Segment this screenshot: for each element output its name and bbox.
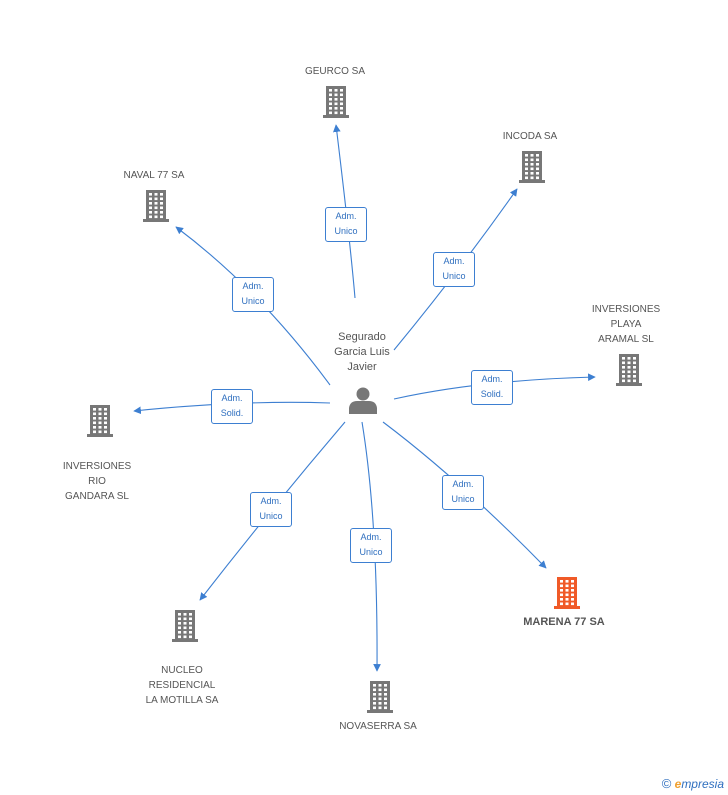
- company-label-playa_aramal: INVERSIONES PLAYA ARAMAL SL: [591, 303, 661, 345]
- empresia-logo-text: mpresia: [681, 777, 724, 791]
- edge-label-playa_aramal: Adm. Solid.: [471, 369, 513, 405]
- company-label-incoda: INCODA SA: [502, 131, 558, 142]
- building-icon: [616, 354, 642, 386]
- edge-label-naval77: Adm. Unico: [232, 276, 274, 312]
- company-label-novaserra: NOVASERRA SA: [339, 721, 417, 732]
- edge-label-marena77: Adm. Unico: [442, 474, 484, 510]
- empresia-logo-initial: e: [674, 777, 682, 791]
- company-label-marena77: MARENA 77 SA: [523, 616, 605, 628]
- edge-label-geurco: Adm. Unico: [325, 206, 367, 242]
- building-icon: [554, 577, 580, 609]
- company-label-naval77: NAVAL 77 SA: [123, 170, 185, 181]
- company-label-geurco: GEURCO SA: [304, 66, 365, 77]
- building-icon: [143, 190, 169, 222]
- copyright-notice: © empresia: [662, 776, 724, 791]
- person-name-label: Segurado Garcia Luis Javier: [334, 330, 390, 373]
- edge-label-incoda: Adm. Unico: [433, 251, 475, 287]
- edge-label-rio_gandara: Adm. Solid.: [211, 388, 253, 424]
- building-icon: [172, 610, 198, 642]
- building-icon: [323, 86, 349, 118]
- person-icon: [349, 387, 377, 414]
- edge-label-novaserra: Adm. Unico: [350, 527, 392, 563]
- company-label-nucleo: NUCLEO RESIDENCIAL LA MOTILLA SA: [145, 665, 219, 706]
- building-icon: [519, 151, 545, 183]
- building-icon: [367, 681, 393, 713]
- copyright-icon: ©: [661, 776, 672, 791]
- company-label-rio_gandara: INVERSIONES RIO GANDARA SL: [62, 461, 132, 502]
- building-icon: [87, 405, 113, 437]
- edge-label-nucleo: Adm. Unico: [250, 491, 292, 527]
